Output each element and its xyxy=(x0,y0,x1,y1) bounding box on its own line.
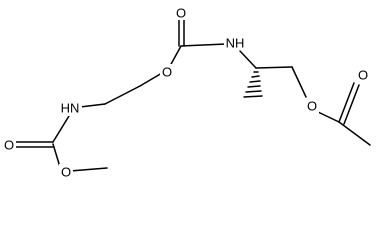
bond-oester-ch2 xyxy=(139,72,163,87)
bonds xyxy=(14,19,371,172)
bond-hn-c xyxy=(52,115,70,143)
atom-label-o-methoxy: O xyxy=(61,165,71,180)
atom-label-o-carbonyl-left: O xyxy=(4,138,14,153)
atom-label-o-ester-right: O xyxy=(307,99,317,114)
bond-omethoxy-ch3 xyxy=(69,167,108,172)
atom-o-methoxy: O xyxy=(59,164,73,180)
atom-nh-right: NH xyxy=(224,34,248,51)
atom-label-nh-right: NH xyxy=(226,36,245,51)
bond-ch2-ch2 xyxy=(104,85,141,105)
atom-label-o-ester-center: O xyxy=(162,65,172,80)
atom-o-ester-right: O xyxy=(305,98,319,114)
atom-labels: O NH O O O HN O O xyxy=(2,5,370,180)
bond-c-oester xyxy=(169,45,182,67)
atom-o-ester-center: O xyxy=(160,64,174,80)
bond-c-omethoxy xyxy=(52,143,61,168)
bond-acetyl-ch3 xyxy=(338,121,371,146)
atom-nh-left: HN xyxy=(58,100,82,116)
bond-ch2-oacetyl xyxy=(291,66,307,98)
bond-acetyl-co-double-a xyxy=(338,82,355,123)
bond-ch2-hn xyxy=(79,103,106,108)
structure-diagram: O NH O O O HN O O xyxy=(2,5,371,180)
atom-label-o-carbonyl-top: O xyxy=(176,6,186,21)
bond-c-nh xyxy=(180,43,227,47)
bond-oacetyl-c xyxy=(317,111,340,123)
atom-label-o-acetyl: O xyxy=(358,68,368,83)
bond-stereo-ch2 xyxy=(255,66,293,69)
atom-o-carbonyl-left: O xyxy=(2,137,16,153)
atom-label-nh-left: HN xyxy=(61,101,80,116)
atom-o-acetyl: O xyxy=(356,67,370,83)
hashed-wedge-bond xyxy=(243,71,263,98)
bond-acetyl-co-double-b xyxy=(343,84,360,125)
bond-nh-stereo xyxy=(239,50,257,69)
atom-o-carbonyl-top: O xyxy=(174,5,188,21)
